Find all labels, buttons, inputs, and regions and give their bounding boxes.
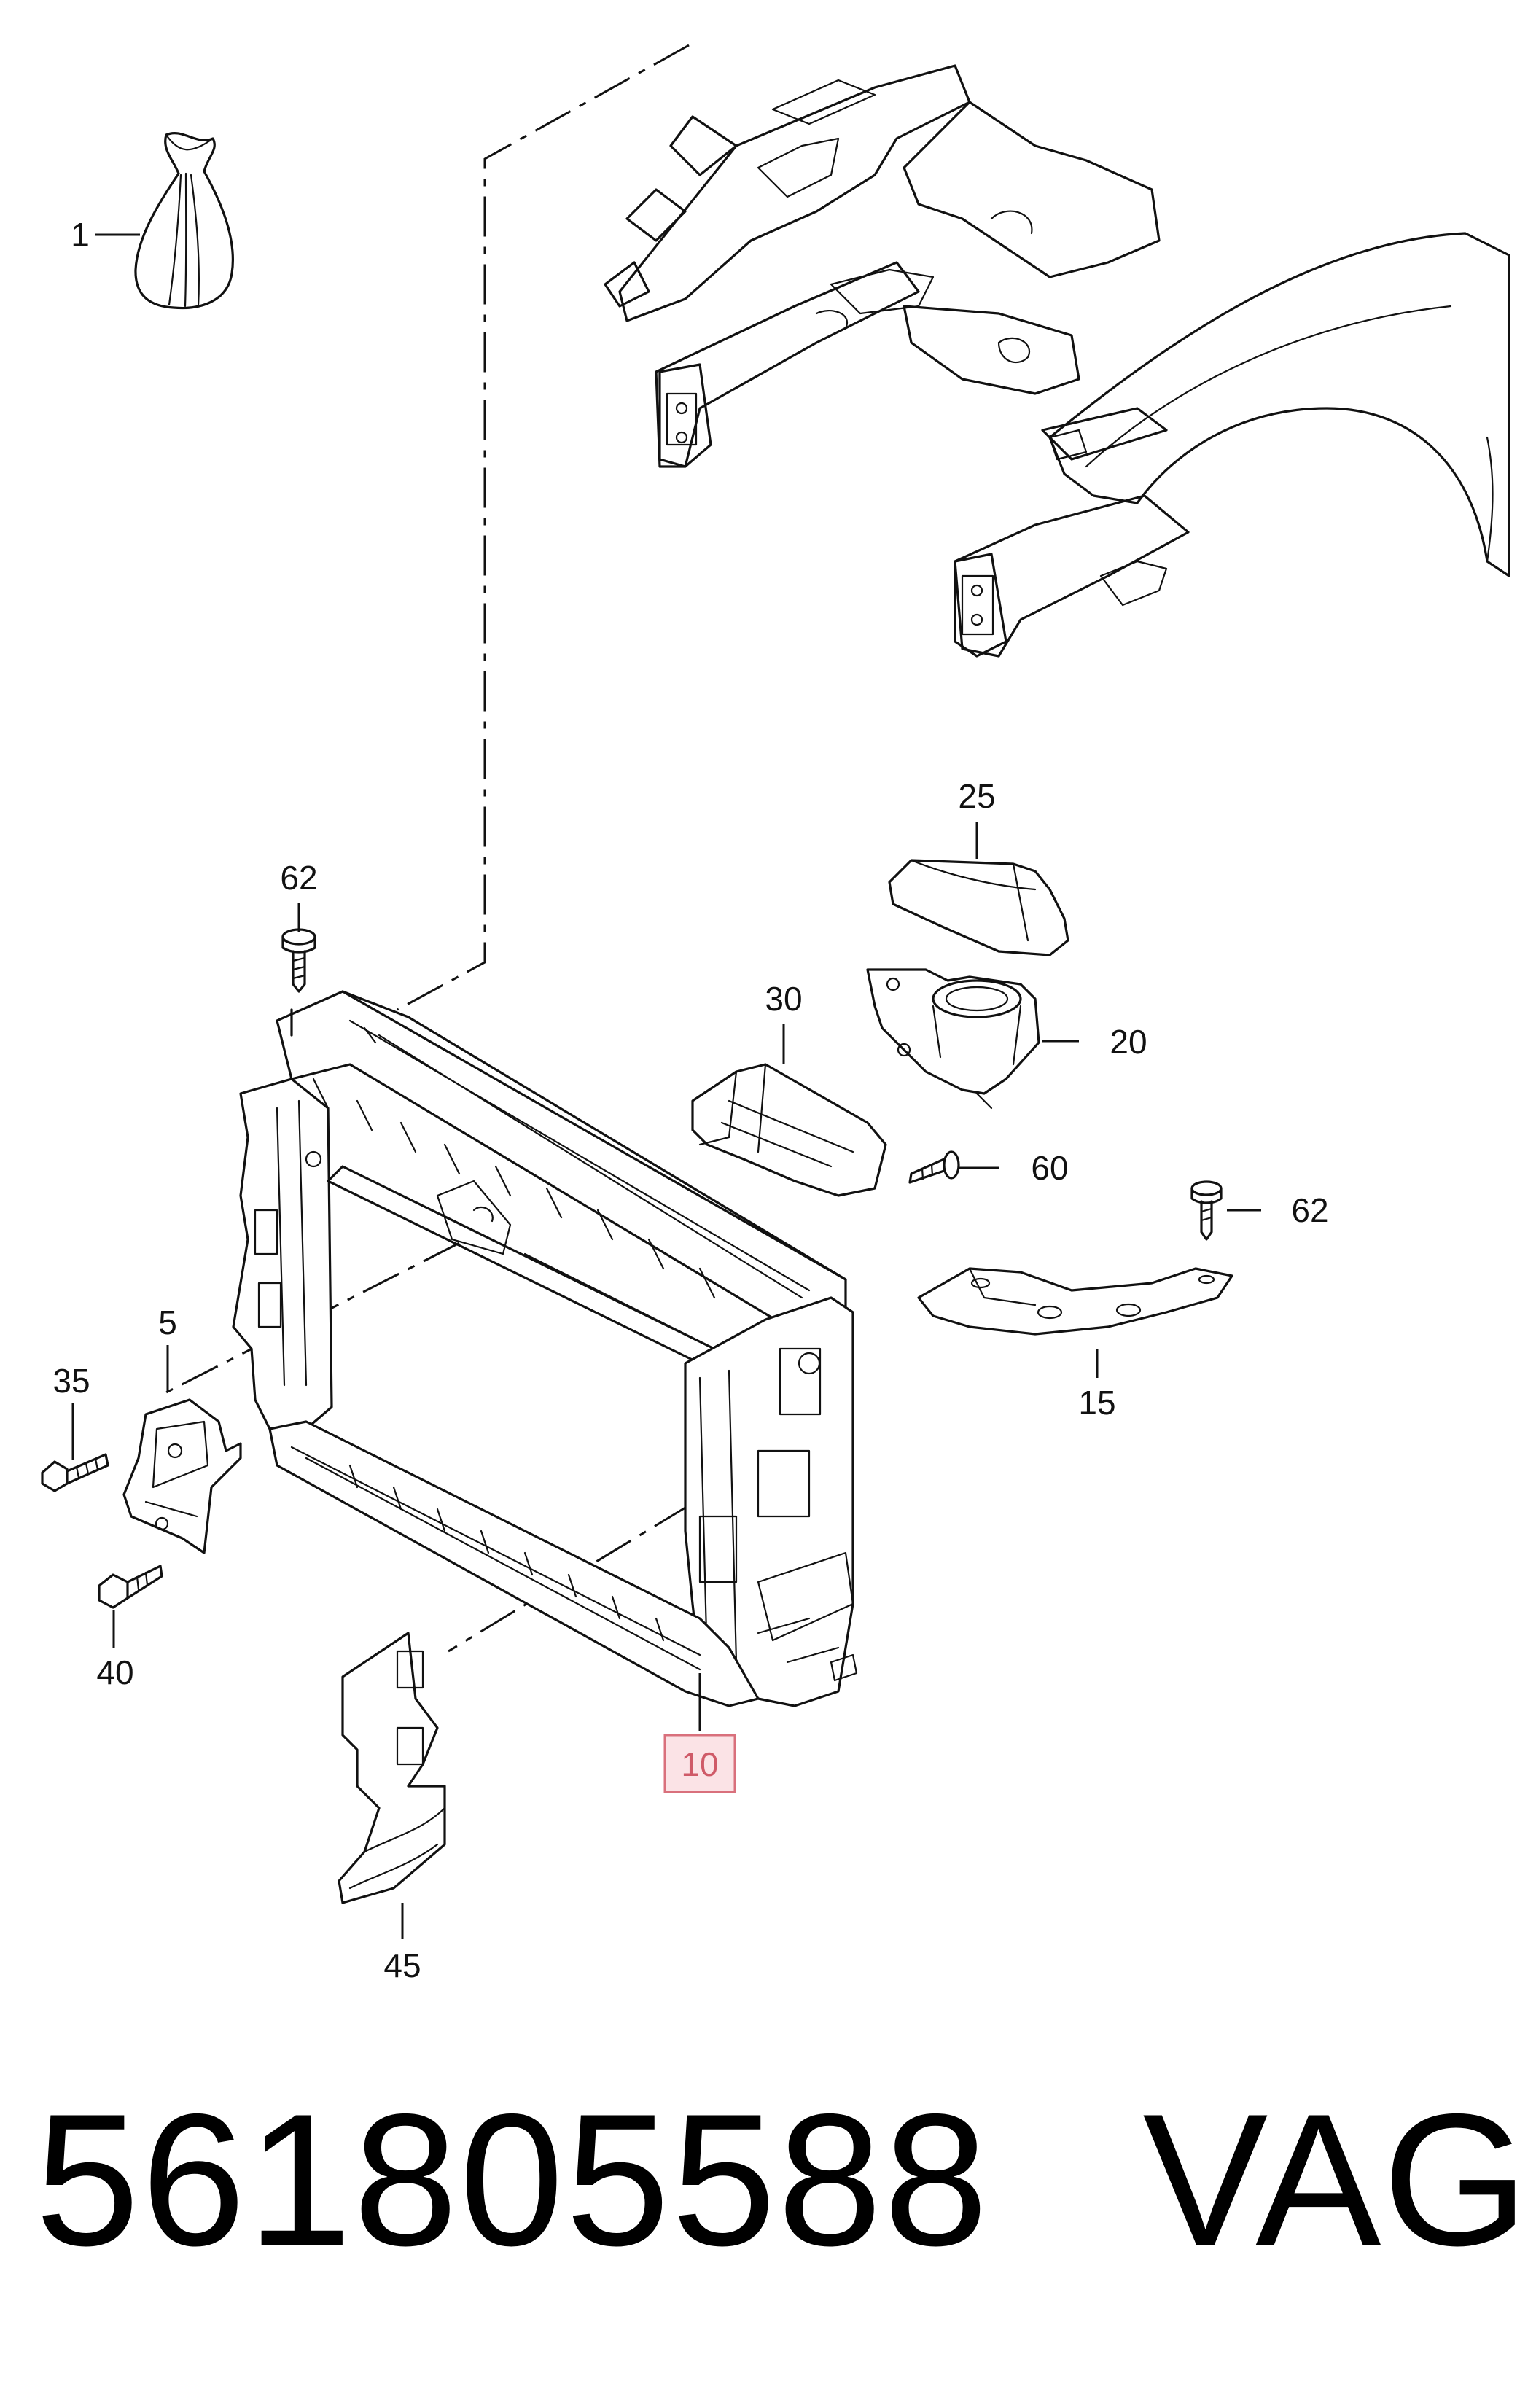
callout-15: 15 [1078, 1384, 1115, 1422]
part-35-bolt [41, 1453, 109, 1492]
bottom-beam-ribs [348, 1464, 665, 1642]
leader-lines [71, 233, 1261, 1939]
callout-60: 60 [1031, 1149, 1068, 1187]
part-60-bolt [908, 1150, 960, 1184]
part-45-deflector [338, 1632, 446, 1904]
callout-62-left: 62 [280, 859, 317, 897]
part-62-screw-left [281, 928, 316, 993]
top-beam-ribs [312, 1078, 716, 1299]
callout-5: 5 [158, 1304, 177, 1341]
callout-labels: 1 5 10 15 20 25 30 35 40 45 60 62 62 [52, 216, 1328, 1984]
part-40-bolt [98, 1565, 163, 1609]
part-62-screw-right [1190, 1180, 1223, 1241]
part-30-air-guide [691, 1063, 887, 1197]
footer-caption: 561805588 VAG [35, 2070, 1529, 2289]
part-1-bag [134, 132, 234, 310]
callout-45: 45 [383, 1947, 421, 1984]
callout-62-right: 62 [1291, 1191, 1328, 1229]
part-20-bracket [866, 968, 1040, 1110]
callout-30: 30 [765, 980, 802, 1018]
brand-name: VAG [1142, 2074, 1531, 2285]
callout-10: 10 [681, 1745, 718, 1783]
callout-25: 25 [958, 777, 995, 815]
callout-10-box [663, 1734, 736, 1793]
part-number: 561805588 [35, 2074, 990, 2285]
callout-40: 40 [96, 1653, 133, 1691]
callout-20: 20 [1110, 1023, 1147, 1061]
part-10-front-panel [232, 990, 858, 1707]
body-structure-top [604, 64, 1510, 658]
assembly-dashed-lines [165, 44, 690, 1653]
part-25-cover [888, 859, 1069, 956]
callout-35: 35 [52, 1362, 90, 1400]
callout-1: 1 [71, 216, 90, 254]
callout-10-highlighted[interactable]: 10 [663, 1734, 736, 1793]
part-5-bracket [122, 1398, 242, 1554]
part-15-bracket [917, 1267, 1233, 1336]
